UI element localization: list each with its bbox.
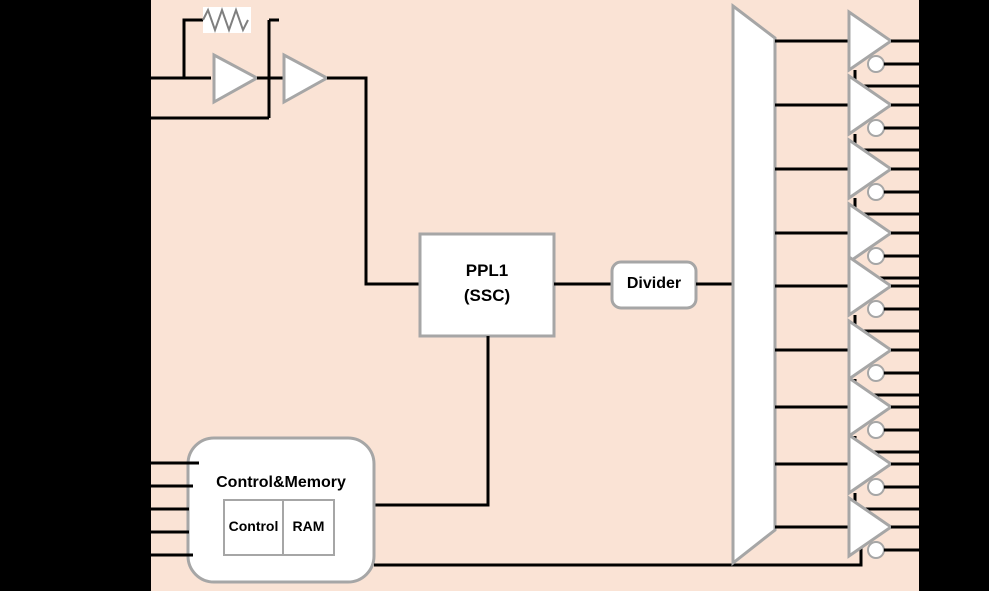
pll-block [418,232,556,338]
output-channel-8 [775,495,919,559]
inverting-bubble-3 [867,247,885,265]
output-channel-0 [775,9,919,88]
out-n-return-1 [853,134,919,152]
out-n-return-2 [853,198,919,216]
chip-boundary: PPL1 (SSC) Divider Control&Memory Contro… [151,0,919,591]
inverting-bubble-8 [867,541,885,559]
control-memory-title: Control&Memory [216,474,346,491]
crystal-pin-lines [151,76,269,120]
pll-label-line1: PPL1 [465,261,509,280]
inverting-bubble-1 [867,119,885,137]
inverting-bubble-2 [867,183,885,201]
resistor-symbol [202,6,251,34]
out-n-return-7 [853,493,919,511]
output-channel-6 [775,375,919,454]
oscillator-amplifier [212,52,261,105]
control-subblock [223,499,284,556]
output-driver-3 [847,201,894,265]
output-driver-4 [847,254,894,318]
block-diagram-svg [151,2,919,584]
output-driver-2 [847,137,894,201]
divider-block-label: Divider [626,275,682,292]
control-pin-lines [151,461,199,557]
output-driver-1 [847,73,894,137]
inverting-bubble-0 [867,55,885,73]
pll-label-line2: (SSC) [463,286,511,305]
buffer-amplifier [282,52,331,105]
output-channel-7 [775,432,919,511]
pll-to-control-line [373,336,490,507]
fanout-buffer-shape [731,2,777,567]
output-driver-5 [847,318,894,382]
inverting-bubble-4 [867,300,885,318]
output-driver-0 [847,9,894,73]
buffer-to-pll-line [327,76,420,286]
output-channel-4 [775,254,919,333]
control-subblock-label: Control [228,518,279,534]
pll-block-label: PPL1 (SSC) [420,258,554,308]
ram-subblock-label: RAM [292,518,325,534]
inverting-bubble-5 [867,364,885,382]
output-driver-8 [847,495,894,559]
output-driver-7 [847,432,894,496]
ram-subblock [282,499,335,556]
output-driver-6 [847,375,894,439]
out-n-return-0 [853,70,919,88]
control-bottom-bus-line [374,548,863,567]
out-n-return-4 [853,315,919,333]
inverting-bubble-7 [867,478,885,496]
inverting-bubble-6 [867,421,885,439]
